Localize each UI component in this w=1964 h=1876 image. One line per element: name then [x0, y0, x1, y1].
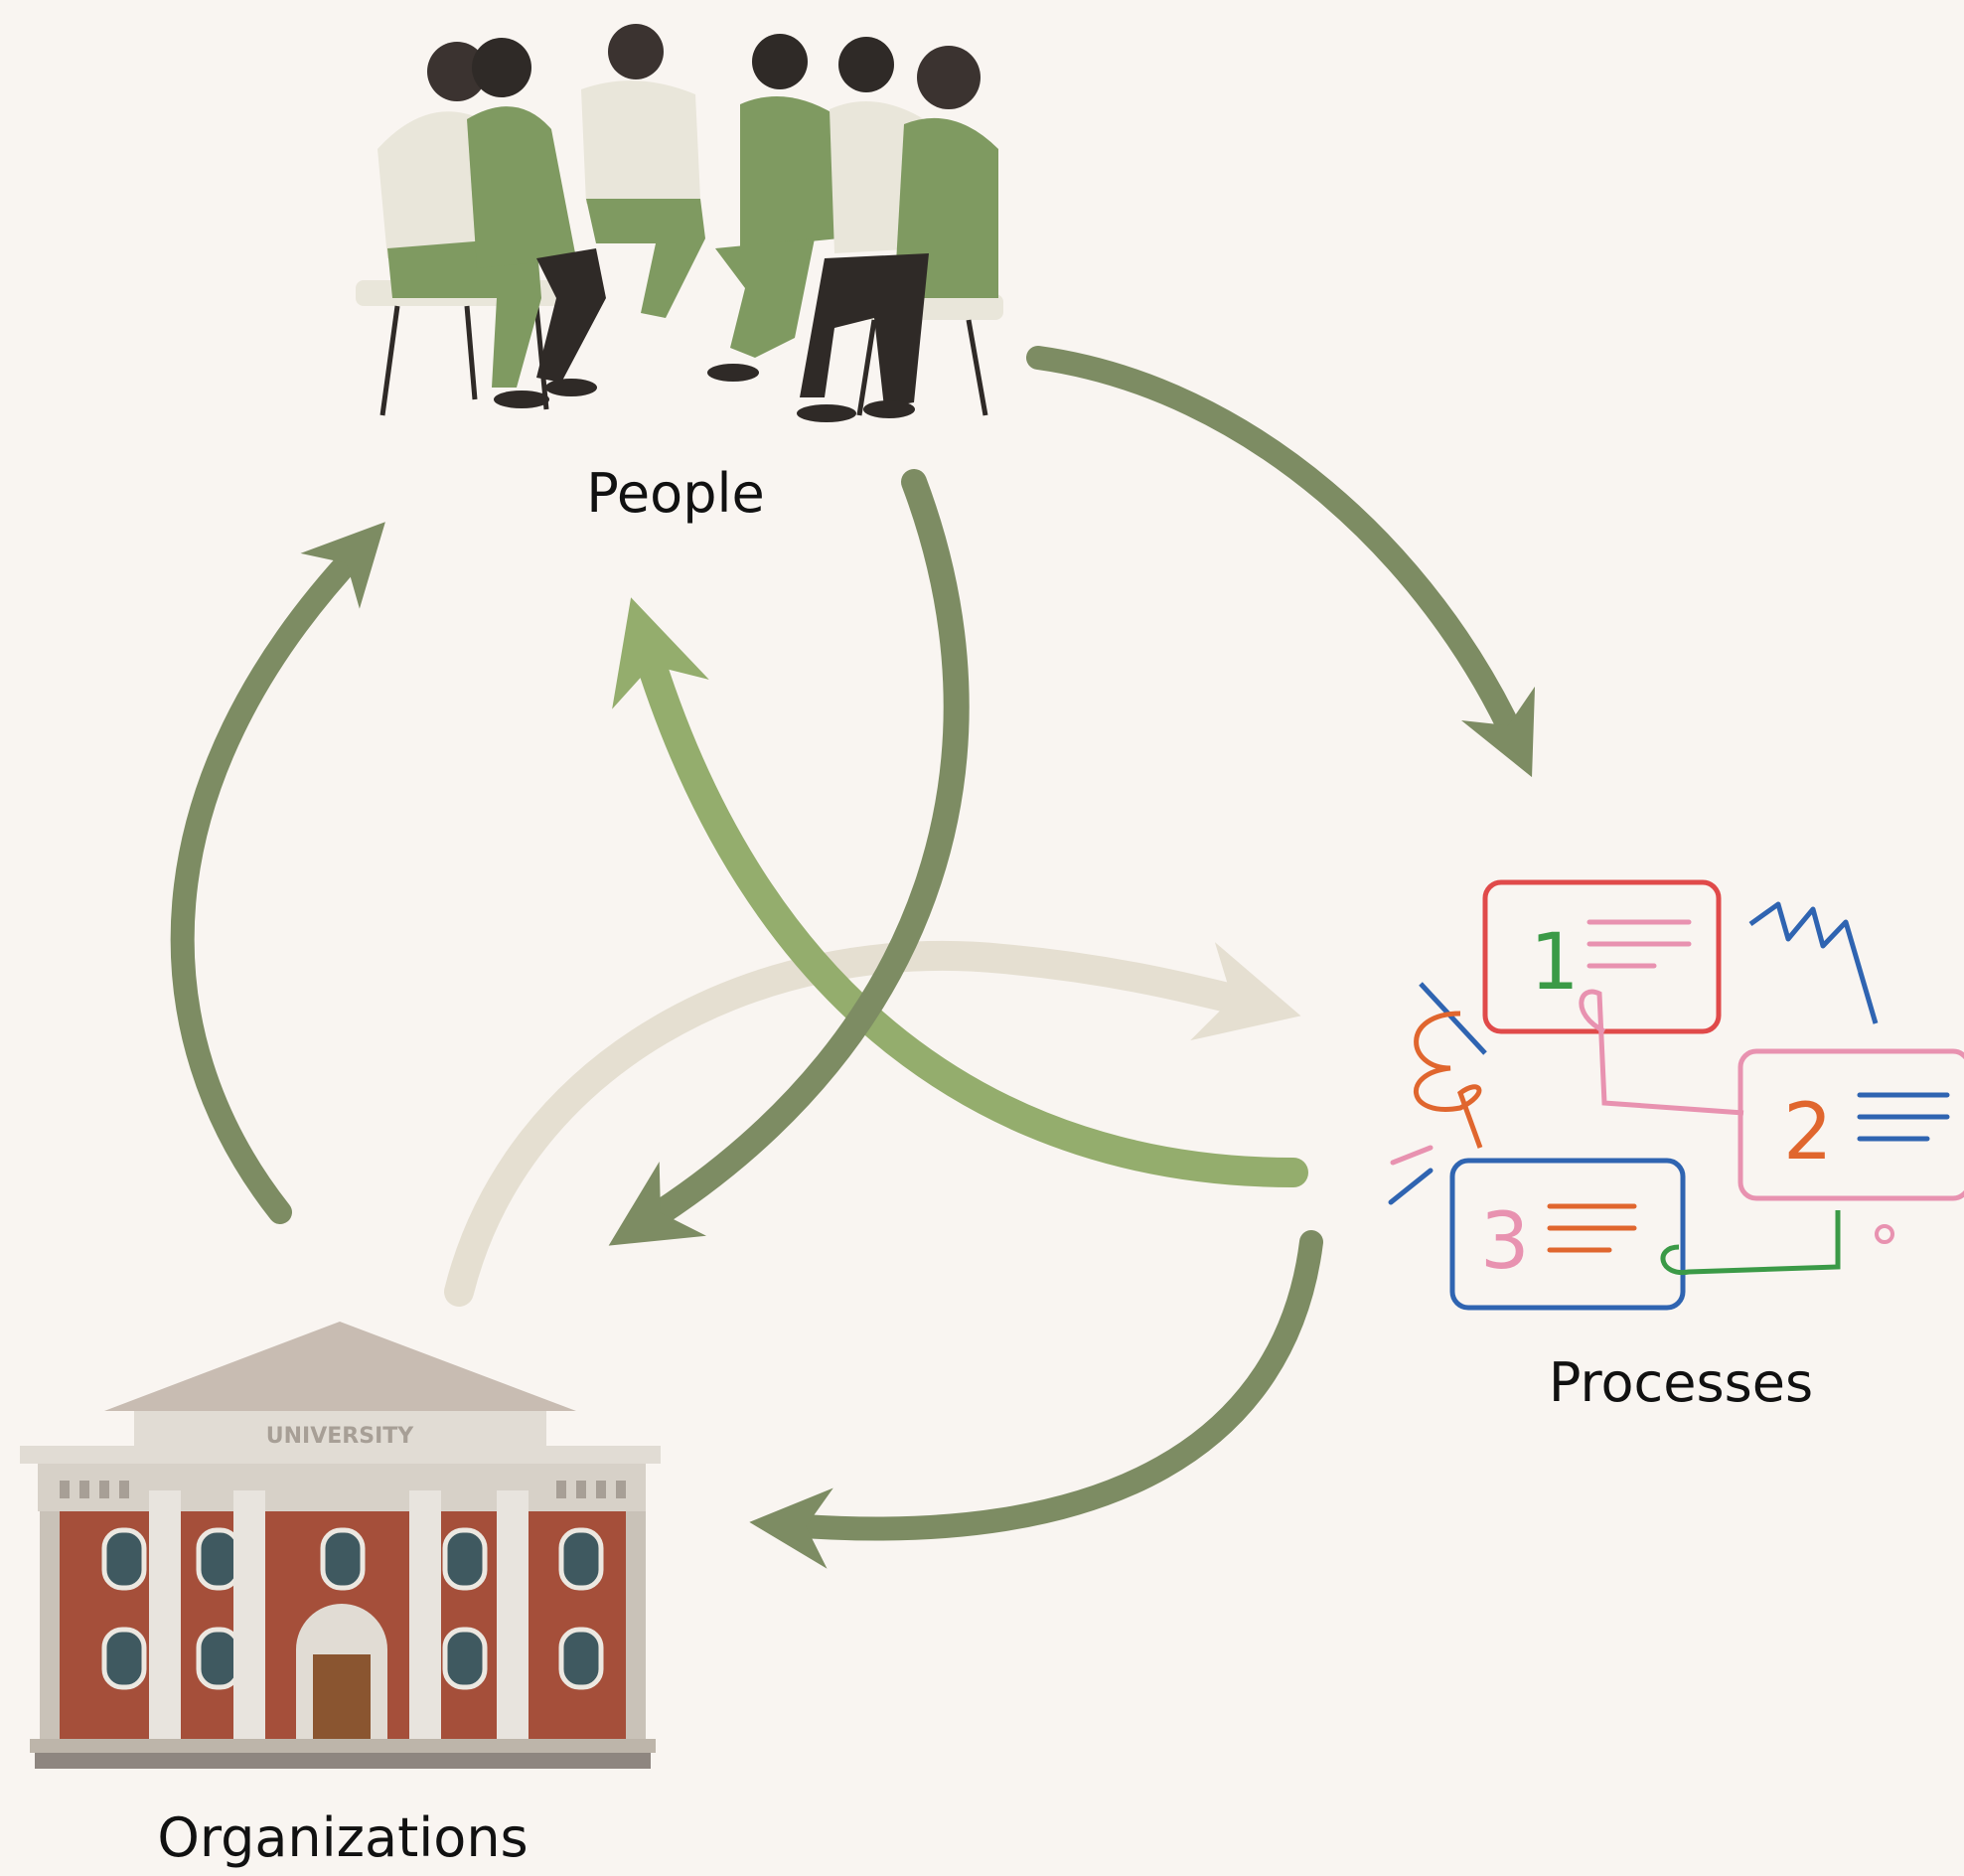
- group-discussion-icon: [356, 24, 1003, 422]
- arrow-people-to-processes: [1026, 346, 1536, 778]
- processes-label: Processes: [1549, 1351, 1813, 1414]
- arrows: [170, 346, 1536, 1569]
- organizations-label: Organizations: [157, 1806, 528, 1869]
- step-card-3: [1449, 1158, 1686, 1311]
- arrow-organizations-to-processes: [444, 940, 1301, 1307]
- step-number-3: 3: [1480, 1197, 1530, 1287]
- building-sign: UNIVERSITY: [266, 1424, 414, 1449]
- arrow-organizations-to-people: [170, 522, 385, 1224]
- arrow-processes-to-organizations: [749, 1230, 1323, 1569]
- arrow-people-to-organizations: [608, 469, 970, 1246]
- processes-illustration: 1 2 3: [1388, 879, 1964, 1414]
- people-label: People: [586, 462, 764, 525]
- numbered-steps-icon: 1 2 3: [1388, 879, 1964, 1311]
- arrow-processes-to-people: [612, 597, 1308, 1187]
- step-number-1: 1: [1530, 918, 1580, 1008]
- step-number-2: 2: [1783, 1088, 1833, 1177]
- people-illustration: People: [356, 24, 1003, 525]
- organizations-illustration: UNIVERSITY: [20, 1322, 661, 1869]
- step-card-2: [1737, 1048, 1964, 1201]
- university-building-icon: UNIVERSITY: [20, 1322, 661, 1769]
